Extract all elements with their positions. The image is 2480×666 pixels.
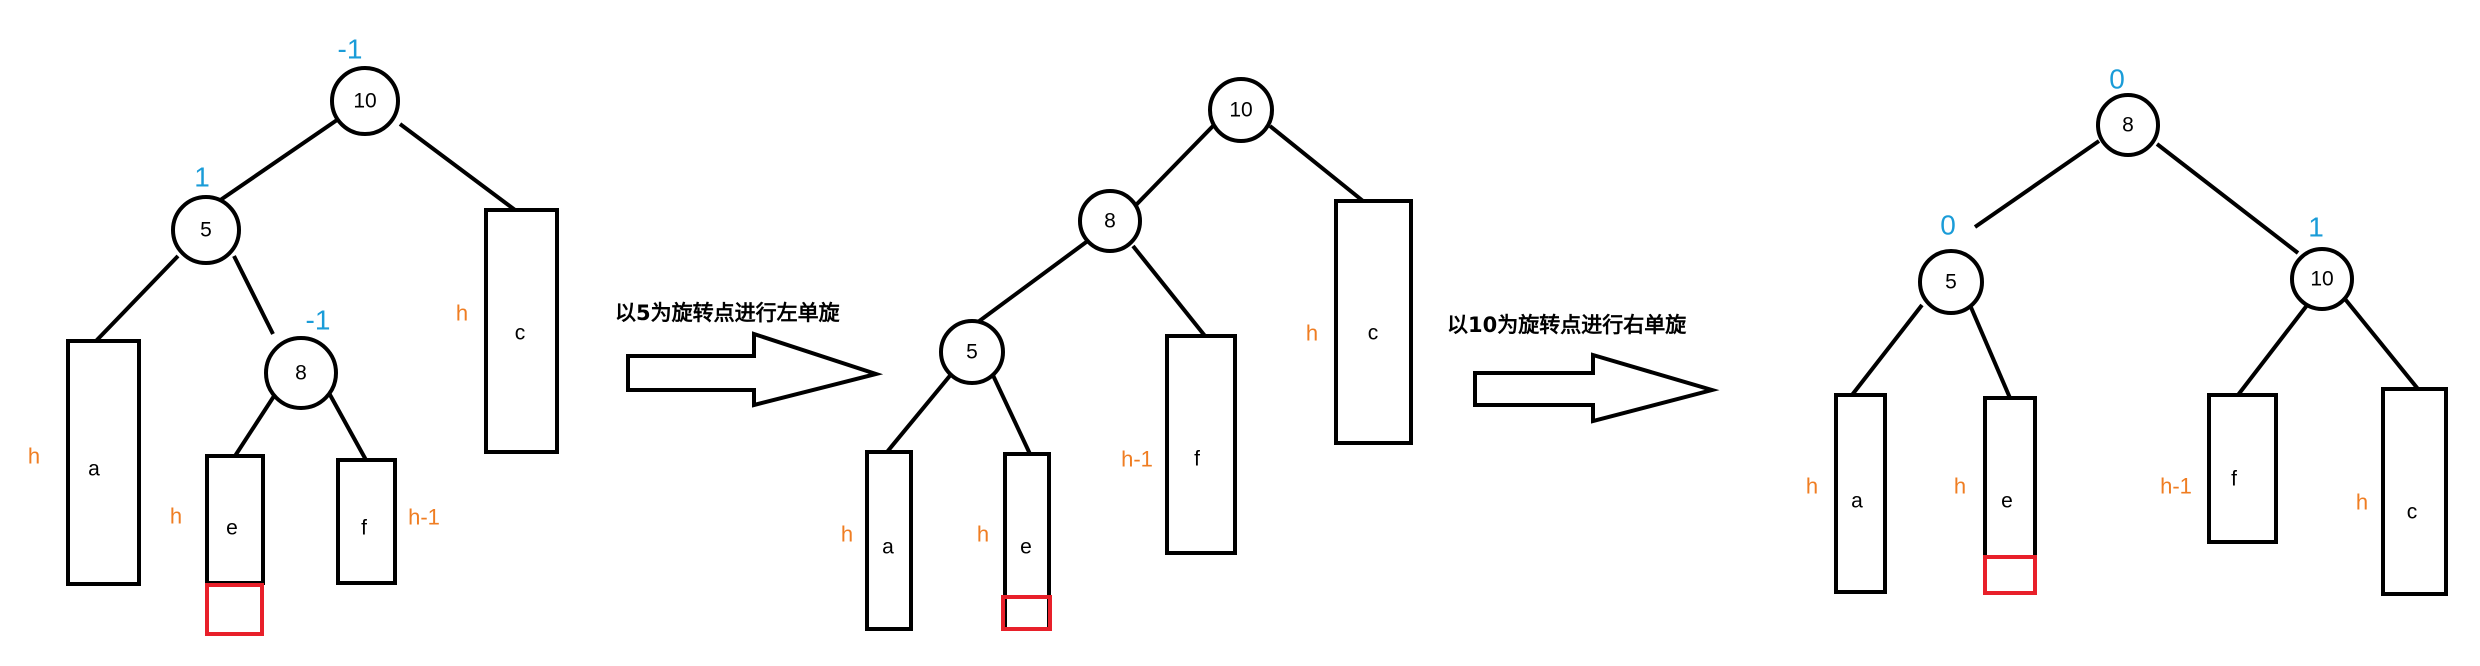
right-arrow-icon [1473, 352, 1720, 424]
rotation-caption: 以10为旋转点进行右单旋 [1447, 313, 1687, 337]
subtree-label: a [88, 458, 100, 481]
subtree-a-box [1834, 393, 1887, 594]
node-label: 10 [2310, 268, 2333, 291]
subtree-f-box [2207, 393, 2278, 544]
node-circle [330, 66, 400, 136]
edge-8-10 [2155, 142, 2300, 255]
node-label: 5 [1945, 271, 1957, 294]
step3-tree: 8 5 10 0 0 1 a e f c h h h-1 h [1806, 64, 2448, 596]
edge-10-c [398, 122, 517, 212]
rotation-caption: 以5为旋转点进行左单旋 [615, 301, 841, 325]
edge-5-e [989, 370, 1032, 455]
edge-10-c [1268, 124, 1365, 203]
subtree-label: f [361, 517, 367, 540]
edge-10-8 [1134, 124, 1215, 207]
edge-8-5 [1973, 139, 2101, 229]
node-label: 5 [966, 341, 978, 364]
edge-10-c [2343, 297, 2420, 391]
node-circle [264, 336, 338, 410]
height-label: h [28, 444, 40, 469]
node-label: 8 [1104, 210, 1116, 233]
balance-factor: -1 [338, 34, 363, 65]
node-circle [939, 319, 1005, 385]
subtree-label: a [1851, 490, 1863, 513]
inserted-node-marker [1001, 595, 1052, 631]
height-label: h-1 [1121, 447, 1153, 472]
height-label: h [977, 522, 989, 547]
node-circle [1208, 77, 1274, 143]
edge-8-f [327, 392, 368, 461]
subtree-label: e [1020, 536, 1032, 559]
edge-8-e [233, 391, 278, 458]
subtree-label: e [2001, 490, 2013, 513]
step2-tree: 10 8 5 a e f c h h h-1 h [841, 77, 1413, 631]
height-label: h [841, 522, 853, 547]
right-arrow-icon [626, 331, 884, 408]
balance-factor: 1 [2308, 212, 2324, 243]
node-label: 8 [295, 362, 307, 385]
subtree-label: c [2407, 501, 2418, 524]
step1-tree: 10 5 8 -1 1 -1 a e f c h h h-1 h [28, 34, 559, 636]
subtree-f-box [1165, 334, 1237, 555]
subtree-e-box [1983, 396, 2037, 595]
node-circle [2096, 93, 2160, 157]
height-label: h [2356, 490, 2368, 515]
node-circle [1918, 249, 1984, 315]
subtree-label: a [882, 536, 894, 559]
inserted-node-marker [205, 583, 264, 636]
height-label: h [1954, 474, 1966, 499]
node-label: 5 [200, 219, 212, 242]
node-label: 10 [353, 90, 376, 113]
subtree-c-box [1334, 199, 1413, 445]
edge-5-e [1968, 304, 2012, 399]
subtree-c-box [484, 208, 559, 454]
edge-8-5 [976, 238, 1091, 324]
height-label: h-1 [2160, 474, 2192, 499]
balance-factor: -1 [306, 305, 331, 336]
edge-5-8 [232, 255, 275, 335]
balance-factor: 0 [1940, 210, 1956, 241]
edge-10-f [2236, 302, 2310, 397]
height-label: h [170, 504, 182, 529]
subtree-label: f [1194, 448, 1200, 471]
height-label: h [456, 301, 468, 326]
inserted-node-marker [1983, 555, 2037, 595]
subtree-label: c [515, 322, 526, 345]
subtree-a-box [66, 339, 141, 586]
height-label: h [1306, 321, 1318, 346]
edge-5-a [885, 370, 955, 454]
balance-factor: 1 [194, 162, 210, 193]
rotation-arrow-1: 以5为旋转点进行左单旋 [615, 301, 884, 408]
subtree-f-box [336, 458, 397, 585]
subtree-label: e [226, 517, 238, 540]
edge-5-a [94, 254, 180, 343]
height-label: h [1806, 474, 1818, 499]
balance-factor: 0 [2109, 64, 2125, 95]
node-label: 8 [2122, 114, 2134, 137]
edge-10-5 [198, 118, 339, 216]
node-circle [2290, 247, 2354, 311]
edge-8-f [1131, 244, 1207, 338]
subtree-label: f [2231, 468, 2237, 491]
subtree-e-box [1003, 452, 1051, 631]
subtree-label: c [1368, 322, 1379, 345]
edge-5-a [1850, 303, 1924, 397]
rotation-arrow-2: 以10为旋转点进行右单旋 [1447, 313, 1720, 424]
node-label: 10 [1229, 99, 1252, 122]
node-circle [171, 195, 241, 265]
subtree-c-box [2381, 387, 2448, 596]
subtree-a-box [865, 450, 913, 631]
node-circle [1078, 189, 1142, 253]
height-label: h-1 [408, 505, 440, 530]
